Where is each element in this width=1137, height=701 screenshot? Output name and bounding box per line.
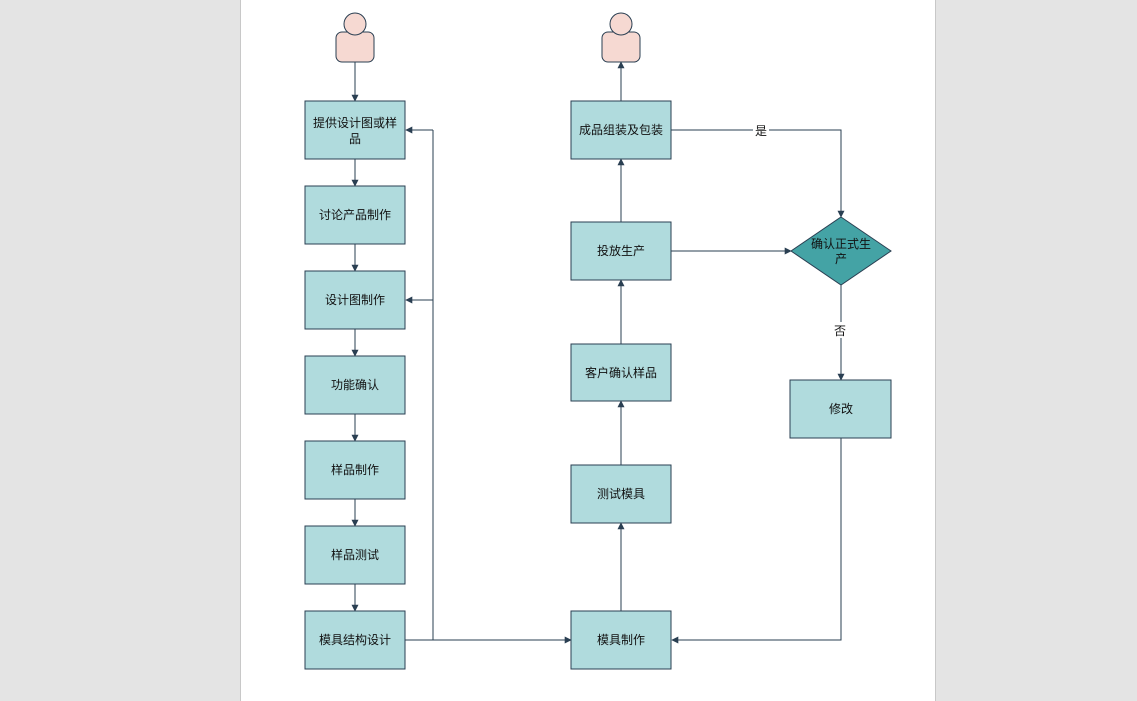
node-confirm-production-decision[interactable]: 确认正式生 产	[790, 216, 892, 286]
node-label: 客户确认样品	[585, 365, 657, 380]
node-put-into-production[interactable]: 投放生产	[570, 221, 672, 281]
node-label: 测试模具	[597, 486, 645, 501]
node-function-confirm[interactable]: 功能确认	[304, 355, 406, 415]
node-label: 产	[835, 252, 847, 266]
edge-modify-to-mold-make	[671, 438, 842, 644]
right-person-icon	[601, 12, 641, 63]
node-modify[interactable]: 修改	[789, 379, 892, 439]
node-label: 模具制作	[597, 633, 645, 647]
node-label: 设计图制作	[325, 293, 385, 307]
node-provide-design[interactable]: 提供设计图或样 品	[304, 100, 406, 160]
edge-label-no: 否	[834, 324, 846, 338]
edges	[351, 61, 845, 644]
left-person-icon	[335, 12, 375, 63]
node-label: 样品制作	[331, 462, 379, 477]
node-label: 确认正式生	[811, 237, 871, 251]
node-label: 成品组装及包装	[579, 123, 663, 137]
node-customer-confirm[interactable]: 客户确认样品	[570, 343, 672, 402]
node-test-mold[interactable]: 测试模具	[570, 464, 672, 524]
node-mold-make[interactable]: 模具制作	[570, 610, 672, 670]
node-label: 修改	[829, 401, 853, 416]
node-label: 样品测试	[331, 547, 379, 562]
node-design-drawing[interactable]: 设计图制作	[304, 270, 406, 330]
edge-labels: 是 否	[753, 122, 848, 338]
node-provide-design-line1: 提供设计图或样	[313, 115, 397, 130]
node-sample-make[interactable]: 样品制作	[304, 440, 406, 500]
node-label: 模具结构设计	[319, 632, 391, 647]
node-sample-test[interactable]: 样品测试	[304, 525, 406, 585]
node-discuss-product[interactable]: 讨论产品制作	[304, 185, 406, 245]
node-provide-design-line2: 品	[349, 132, 361, 146]
node-assembly-packaging[interactable]: 成品组装及包装	[570, 100, 672, 160]
node-label: 功能确认	[331, 378, 379, 392]
node-label: 讨论产品制作	[319, 208, 391, 222]
edge-label-yes: 是	[755, 124, 767, 138]
node-label: 投放生产	[597, 243, 645, 258]
node-mold-structure[interactable]: 模具结构设计	[304, 610, 406, 670]
edge-assembly-to-decision	[671, 129, 845, 218]
